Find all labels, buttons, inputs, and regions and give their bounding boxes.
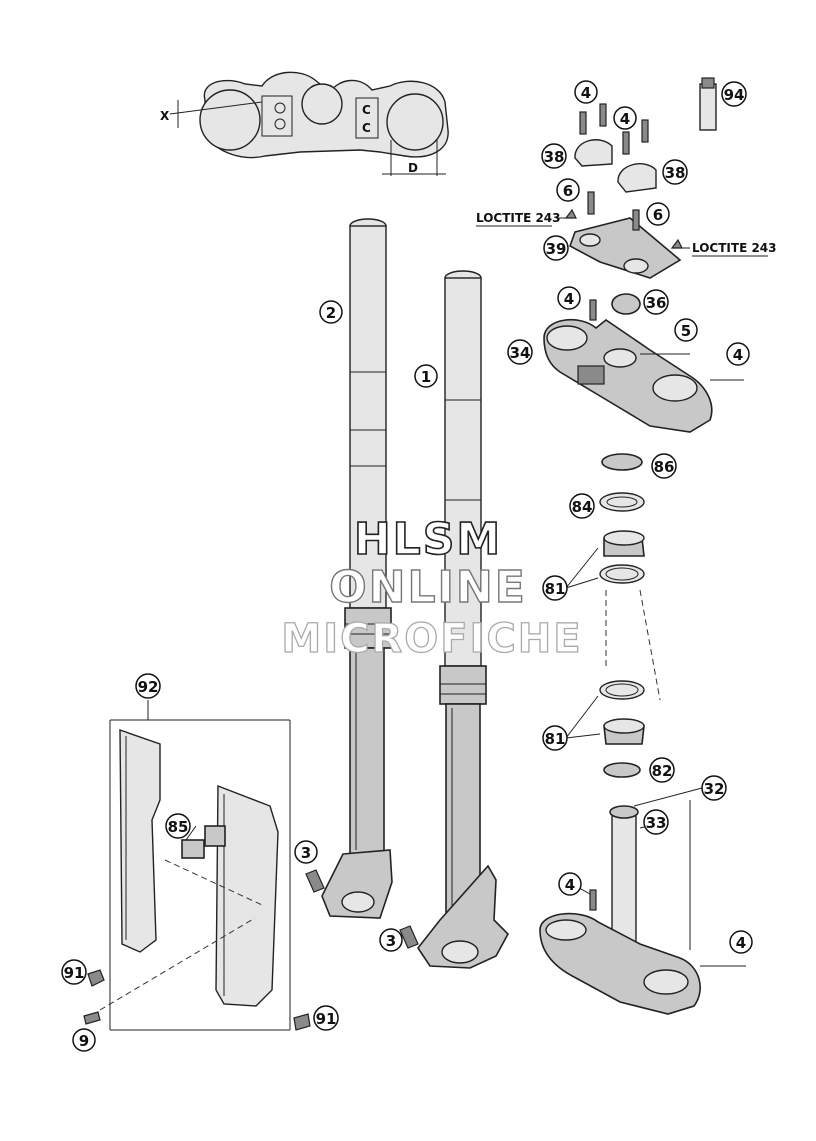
svg-text:3: 3 [386, 932, 396, 950]
loctite-243-label-right: LOCTITE 243 [692, 241, 777, 255]
svg-text:4: 4 [620, 110, 630, 128]
callout-85: 85 [165, 813, 191, 839]
svg-text:32: 32 [704, 780, 725, 798]
callout-6-left: 6 [556, 178, 580, 202]
callout-84: 84 [569, 493, 595, 519]
callout-9: 9 [72, 1028, 96, 1052]
svg-text:92: 92 [138, 678, 159, 696]
steering-bearing-stack [599, 453, 661, 778]
svg-text:3: 3 [301, 844, 311, 862]
svg-text:39: 39 [546, 240, 567, 258]
dimension-x-label: X [160, 109, 170, 123]
upper-triple-clamp [543, 293, 744, 433]
callout-4-lower-clamp: 4 [558, 872, 582, 896]
svg-text:81: 81 [545, 580, 566, 598]
svg-text:94: 94 [724, 86, 745, 104]
callout-4-lower-side: 4 [729, 930, 753, 954]
watermark: HLSM ONLINE MICROFICHE [281, 513, 582, 662]
svg-text:85: 85 [168, 818, 189, 836]
watermark-line-3: MICROFICHE [281, 616, 582, 662]
svg-text:38: 38 [544, 148, 565, 166]
svg-text:34: 34 [510, 344, 531, 362]
fork-leg-left [321, 218, 393, 919]
callout-3-left: 3 [294, 840, 318, 864]
svg-text:36: 36 [646, 294, 667, 312]
callout-81-lower: 81 [542, 725, 568, 751]
callout-36: 36 [643, 289, 669, 315]
svg-text:6: 6 [653, 206, 663, 224]
callout-32: 32 [701, 775, 727, 801]
svg-text:2: 2 [326, 304, 336, 322]
callout-38-right: 38 [662, 159, 688, 185]
fork-leg-right [417, 270, 509, 969]
fork-protector-set [83, 700, 311, 1031]
svg-text:82: 82 [652, 762, 673, 780]
callout-34: 34 [507, 339, 533, 365]
callout-5: 5 [674, 318, 698, 342]
svg-text:6: 6 [563, 182, 573, 200]
svg-text:86: 86 [654, 458, 675, 476]
callout-81-upper: 81 [542, 575, 568, 601]
svg-text:1: 1 [421, 368, 431, 386]
handlebar-clamp-hardware [574, 77, 717, 193]
svg-text:84: 84 [572, 498, 593, 516]
svg-text:9: 9 [79, 1032, 89, 1050]
lower-triple-clamp [539, 800, 746, 1015]
callout-82: 82 [649, 757, 675, 783]
callout-4-upper-clamp: 4 [557, 286, 581, 310]
callout-33: 33 [643, 809, 669, 835]
svg-text:38: 38 [665, 164, 686, 182]
svg-text:4: 4 [736, 934, 746, 952]
svg-text:4: 4 [564, 290, 574, 308]
callout-4-upper-side: 4 [726, 342, 750, 366]
callout-38-left: 38 [541, 143, 567, 169]
dimension-c-label-bottom: C [362, 121, 371, 135]
dimension-d-label: D [408, 161, 418, 175]
svg-text:4: 4 [733, 346, 743, 364]
callout-91-right: 91 [313, 1005, 339, 1031]
svg-text:4: 4 [581, 84, 591, 102]
triple-clamp-dimension-detail: X C C D [160, 71, 449, 176]
callout-39: 39 [543, 235, 569, 261]
callout-86: 86 [651, 453, 677, 479]
callout-92: 92 [135, 673, 161, 699]
svg-text:5: 5 [681, 322, 691, 340]
loctite-243-label-left: LOCTITE 243 [476, 211, 561, 225]
watermark-line-1: HLSM [354, 514, 502, 565]
callout-3-right: 3 [379, 928, 403, 952]
bar-mount-plate: LOCTITE 243 LOCTITE 243 [476, 191, 777, 279]
callout-4-top-left: 4 [574, 80, 598, 104]
svg-text:4: 4 [565, 876, 575, 894]
watermark-line-2: ONLINE [329, 562, 527, 613]
svg-text:91: 91 [64, 964, 85, 982]
callout-6-right: 6 [646, 202, 670, 226]
svg-text:33: 33 [646, 814, 667, 832]
callout-1: 1 [414, 364, 438, 388]
dimension-c-label-top: C [362, 103, 371, 117]
svg-text:81: 81 [545, 730, 566, 748]
clamp-screws [305, 869, 419, 949]
callout-2: 2 [319, 300, 343, 324]
callout-94: 94 [721, 81, 747, 107]
svg-text:91: 91 [316, 1010, 337, 1028]
callout-91-left: 91 [61, 959, 87, 985]
callout-leaders [185, 547, 703, 895]
callout-4-top-right: 4 [613, 106, 637, 130]
